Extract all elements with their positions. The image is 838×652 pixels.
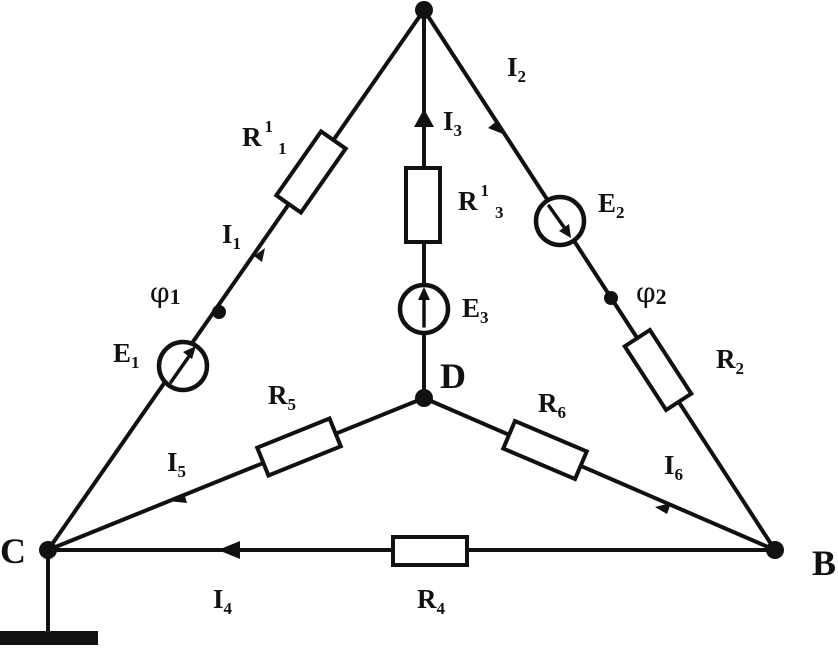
current-arrow-i1 [254, 248, 265, 262]
resistor-r1-1 [273, 128, 349, 216]
label-node-c: C [0, 531, 26, 571]
label-phi2: φ2 [636, 276, 667, 309]
node-b [766, 541, 784, 559]
label-e1: E1 [113, 338, 140, 372]
source-e1 [156, 339, 210, 393]
current-arrow-i6 [655, 503, 671, 514]
resistor-r2 [621, 327, 695, 413]
node-phi1 [212, 305, 226, 319]
label-i1: I1 [222, 219, 241, 253]
label-r2: R2 [716, 344, 744, 378]
label-node-b: B [812, 543, 836, 583]
label-r5: R5 [268, 380, 296, 414]
node-c [39, 541, 57, 559]
label-i3: I3 [443, 106, 462, 140]
label-i5: I5 [167, 447, 186, 481]
resistor-r5 [254, 415, 344, 479]
label-i4: I4 [213, 584, 233, 618]
label-node-d: D [440, 356, 466, 396]
wire-top-to-b [422, 8, 777, 552]
source-e3 [397, 282, 451, 336]
ground-symbol [0, 631, 98, 645]
source-e2 [533, 194, 587, 248]
node-d [415, 389, 433, 407]
current-arrow-i4 [218, 541, 240, 559]
wire-d-to-b [422, 396, 777, 552]
resistor-r4 [391, 535, 469, 567]
label-e3: E3 [462, 293, 489, 327]
label-i6: I6 [664, 450, 683, 484]
resistor-r1-3 [404, 166, 442, 244]
label-i2: I2 [507, 52, 526, 86]
label-r6: R6 [538, 388, 566, 422]
label-e2: E2 [598, 188, 625, 222]
current-arrow-i3 [414, 109, 434, 127]
current-arrow-i2 [488, 120, 503, 134]
node-phi2 [604, 291, 618, 305]
resistor-r6 [500, 418, 590, 482]
wire-d-to-c [46, 396, 426, 552]
wire-top-to-c [46, 8, 426, 552]
label-phi1: φ1 [150, 276, 181, 309]
label-r4: R4 [417, 584, 446, 618]
current-arrow-i5 [168, 493, 187, 503]
node-top [415, 1, 433, 19]
